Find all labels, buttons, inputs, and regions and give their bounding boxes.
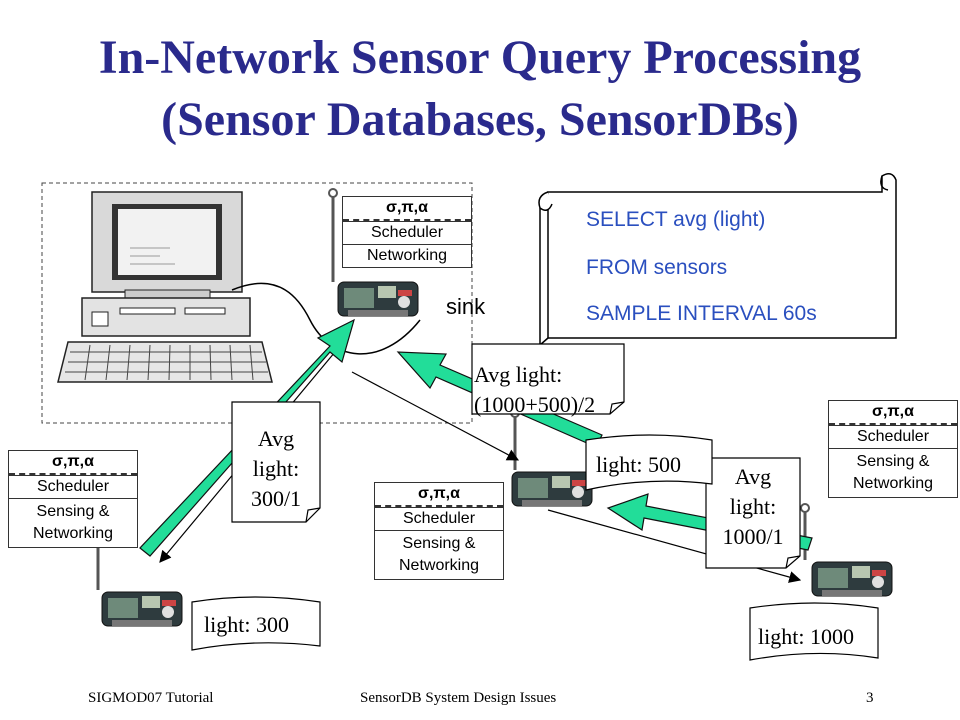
query-line-from: FROM sensors	[586, 256, 728, 279]
reading-middle: light: 500	[596, 452, 681, 477]
reading-left-wave	[191, 596, 321, 651]
middle-stack: σ,π,α Scheduler Sensing & Networking	[374, 482, 504, 580]
right-stack-ops: σ,π,α	[829, 401, 957, 425]
note-mid-line2: (1000+500)/2	[474, 392, 596, 417]
right-stack-sensing-line2: Networking	[852, 475, 934, 492]
right-stack-sensing-line1: Sensing &	[856, 453, 930, 470]
note-right-card	[705, 457, 801, 569]
sink-stack-scheduler: Scheduler	[343, 221, 471, 244]
note-left-line1: Avg	[257, 426, 295, 451]
right-stack: σ,π,α Scheduler Sensing & Networking	[828, 400, 958, 498]
left-stack-ops: σ,π,α	[9, 451, 137, 475]
middle-stack-ops: σ,π,α	[375, 483, 503, 507]
reading-right-wave	[749, 602, 879, 661]
sink-label: sink	[446, 294, 486, 319]
note-mid-card	[471, 343, 625, 415]
middle-stack-scheduler: Scheduler	[375, 507, 503, 530]
sink-stack-ops: σ,π,α	[343, 197, 471, 221]
footer-page-number: 3	[866, 690, 874, 706]
query-line-sample: SAMPLE INTERVAL 60s	[586, 302, 817, 325]
middle-stack-sensing: Sensing & Networking	[375, 530, 503, 579]
left-mote	[101, 591, 183, 627]
left-stack-sensing-line2: Networking	[32, 525, 114, 542]
footer-center: SensorDB System Design Issues	[360, 690, 557, 706]
sink-stack-networking: Networking	[343, 244, 471, 267]
reading-right: light: 1000	[758, 624, 854, 649]
note-right: Avg light: 1000/1	[706, 462, 800, 552]
cable-line	[231, 282, 421, 355]
slide-title-line1: In-Network Sensor Query Processing	[98, 31, 862, 84]
reading-middle-wave	[585, 434, 713, 491]
note-left-line3: 300/1	[250, 486, 302, 511]
sink-stack: σ,π,α Scheduler Networking	[342, 196, 472, 268]
note-right-line2: light:	[729, 494, 777, 519]
slide-title-line2: (Sensor Databases, SensorDBs)	[161, 93, 799, 146]
left-stack-sensing: Sensing & Networking	[9, 498, 137, 547]
middle-mote	[511, 471, 593, 507]
right-stack-sensing: Sensing & Networking	[829, 448, 957, 497]
right-stack-scheduler: Scheduler	[829, 425, 957, 448]
note-left: Avg light: 300/1	[232, 424, 320, 514]
middle-stack-sensing-line2: Networking	[398, 557, 480, 574]
right-mote	[811, 561, 893, 597]
computer-icon	[57, 191, 273, 383]
note-left-line2: light:	[252, 456, 300, 481]
middle-stack-sensing-line1: Sensing &	[402, 535, 476, 552]
note-right-line3: 1000/1	[722, 524, 784, 549]
query-line-select: SELECT avg (light)	[586, 208, 766, 231]
note-mid-line1: Avg light:	[474, 362, 563, 387]
reading-left: light: 300	[204, 612, 289, 637]
left-stack-scheduler: Scheduler	[9, 475, 137, 498]
query-scroll	[538, 173, 897, 346]
note-right-line1: Avg	[734, 464, 772, 489]
sink-mote	[337, 281, 419, 317]
left-stack-sensing-line1: Sensing &	[36, 503, 110, 520]
note-mid: Avg light: (1000+500)/2	[474, 360, 624, 420]
footer-left: SIGMOD07 Tutorial	[88, 690, 214, 706]
left-stack: σ,π,α Scheduler Sensing & Networking	[8, 450, 138, 548]
note-left-card	[231, 401, 321, 523]
